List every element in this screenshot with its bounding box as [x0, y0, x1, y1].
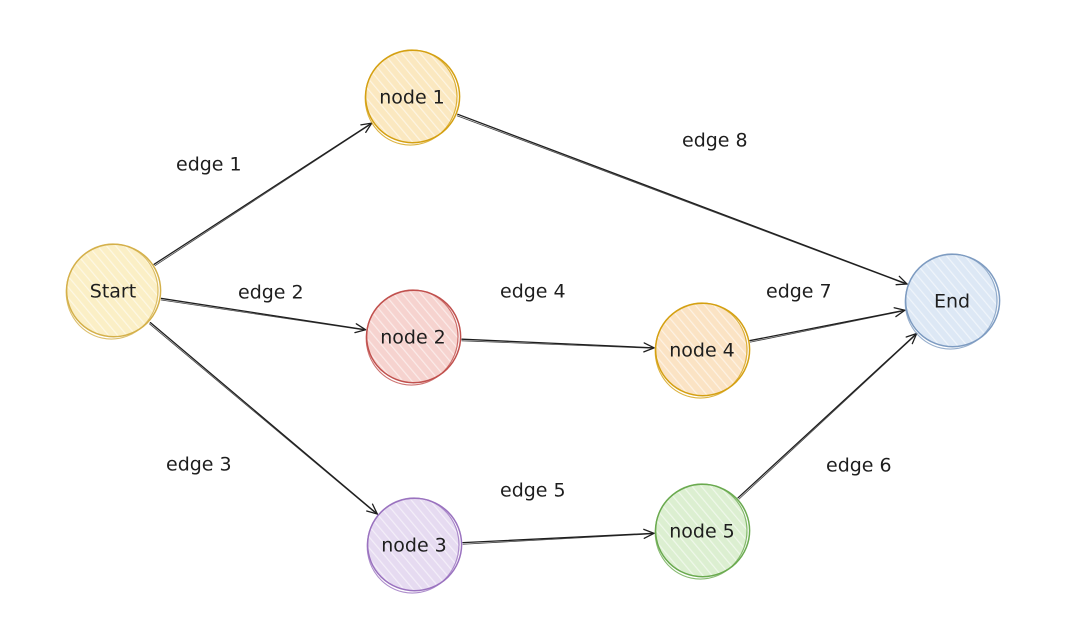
arrow-head-icon	[643, 342, 655, 353]
edge-label-e2: edge 2	[238, 282, 304, 304]
node-node1[interactable]: node 1	[356, 41, 465, 153]
arrow-head-icon	[354, 323, 367, 334]
node-node3[interactable]: node 3	[358, 489, 467, 601]
node-node4[interactable]: node 4	[646, 294, 755, 406]
node-node5[interactable]: node 5	[646, 475, 755, 587]
arrow-head-icon	[643, 528, 655, 539]
edge-e8-arrow[interactable]	[456, 113, 908, 286]
nodes-layer: Start node 1 node 2 node 3 node 4 node 5 End	[57, 41, 1005, 601]
edge-label-e4: edge 4	[500, 281, 566, 303]
node-label: Start	[90, 281, 136, 303]
edges-layer	[149, 113, 918, 545]
edge-labels-layer: edge 1 edge 2 edge 3 edge 4 edge 5 edge 6 edge…	[166, 130, 892, 502]
arrow-head-icon	[366, 503, 378, 515]
edge-label-e3: edge 3	[166, 454, 232, 476]
node-end[interactable]: End	[896, 245, 1005, 357]
edge-e2-arrow[interactable]	[160, 297, 367, 334]
edge-label-e6: edge 6	[826, 455, 892, 477]
node-label: node 4	[669, 340, 735, 362]
edge-e1-arrow[interactable]	[153, 122, 373, 267]
edge-label-e8: edge 8	[682, 130, 748, 152]
edge-label-e5: edge 5	[500, 480, 566, 502]
edge-e7-arrow[interactable]	[749, 307, 906, 343]
edge-label-e7: edge 7	[766, 281, 832, 303]
node-start[interactable]: Start	[57, 235, 166, 347]
edge-e4-arrow[interactable]	[461, 338, 655, 353]
arrow-head-icon	[360, 122, 373, 134]
node-label: node 1	[379, 87, 445, 109]
node-label: End	[934, 291, 970, 313]
edge-label-e1: edge 1	[176, 154, 242, 176]
arrow-head-icon	[895, 275, 908, 286]
arrow-head-icon	[893, 307, 906, 318]
node-label: node 3	[381, 535, 447, 557]
node-label: node 2	[380, 327, 446, 349]
edge-e3-arrow[interactable]	[149, 321, 378, 515]
node-node2[interactable]: node 2	[357, 281, 466, 393]
node-label: node 5	[669, 521, 735, 543]
edge-e5-arrow[interactable]	[462, 528, 655, 545]
